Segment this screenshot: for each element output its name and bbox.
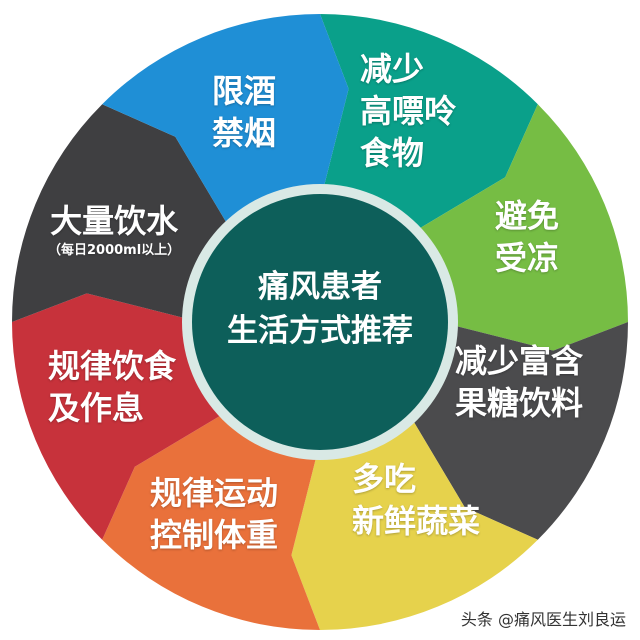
segment-line: 高嘌呤 (360, 92, 457, 130)
segment-line: 减少 (360, 50, 425, 88)
segment-line: 规律运动 (150, 474, 279, 512)
center-line: 生活方式推荐 (227, 313, 413, 349)
segment-line: 限酒 (212, 72, 277, 110)
segment-avoid-cold: 避免 受凉 (495, 195, 559, 279)
segment-line: 果糖饮料 (455, 384, 584, 422)
segment-line: 避免 (495, 197, 560, 235)
segment-line: 受凉 (495, 239, 560, 277)
segment-reduce-purine: 减少 高嘌呤 食物 (360, 48, 456, 174)
center-title: 痛风患者 生活方式推荐 (190, 265, 450, 353)
watermark: 头条 @痛风医生刘良运 (460, 610, 626, 629)
center-circle (192, 194, 448, 450)
segment-line: 多吃 (352, 460, 417, 498)
segment-line: 控制体重 (150, 516, 279, 554)
segment-eat-vegetables: 多吃 新鲜蔬菜 (352, 458, 480, 542)
segment-line: 减少富含 (455, 342, 584, 380)
segment-drink-water: 大量饮水 （每日2000ml以上） (48, 200, 180, 260)
segment-reduce-fructose: 减少富含 果糖饮料 (455, 340, 583, 424)
segment-limit-alcohol: 限酒 禁烟 (212, 70, 276, 154)
segment-line: 规律饮食 (48, 347, 177, 385)
segment-exercise: 规律运动 控制体重 (150, 472, 278, 556)
segment-line: 大量饮水 (50, 202, 179, 240)
segment-line: 食物 (360, 134, 425, 172)
center-line: 痛风患者 (258, 269, 382, 305)
segment-regular-diet: 规律饮食 及作息 (48, 345, 176, 429)
segment-line: 及作息 (48, 389, 145, 427)
segment-subline: （每日2000ml以上） (48, 243, 181, 258)
segment-line: 新鲜蔬菜 (352, 502, 481, 540)
segment-line: 禁烟 (212, 114, 277, 152)
